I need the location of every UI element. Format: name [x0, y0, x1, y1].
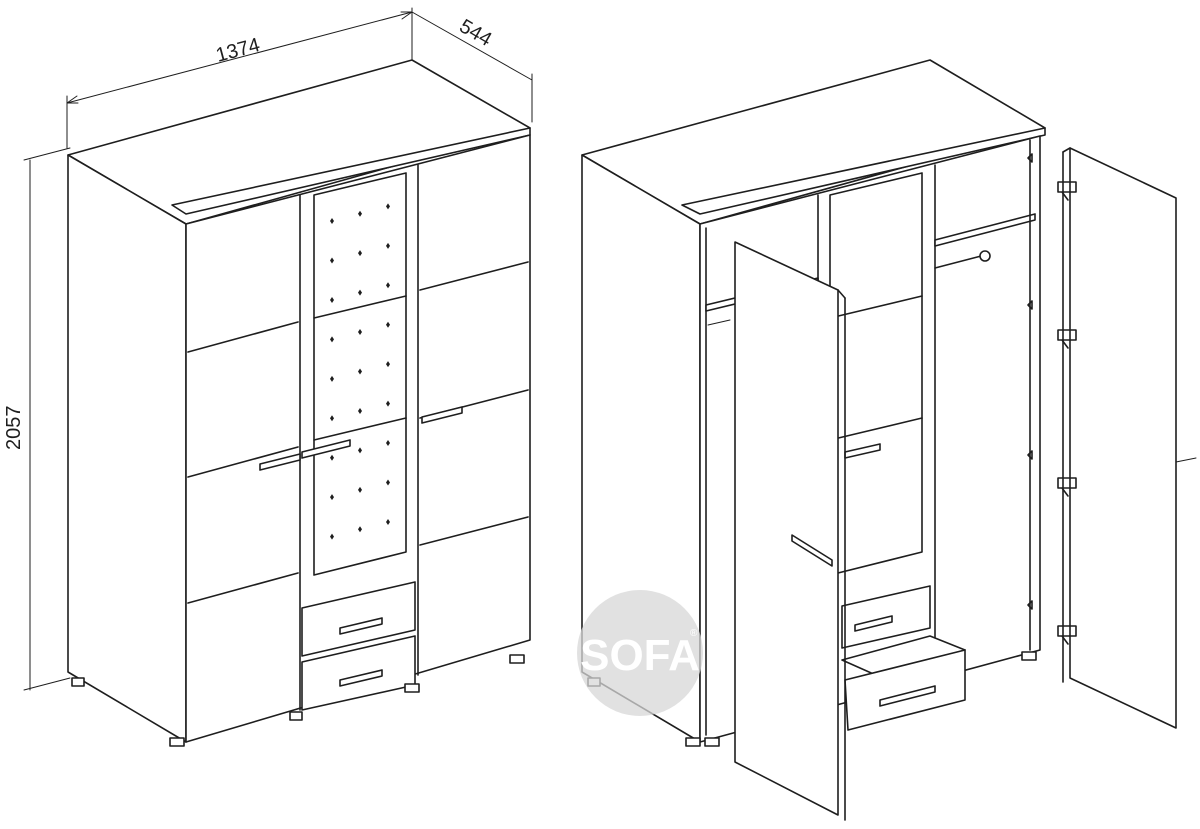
mirror-pattern-dot	[358, 289, 362, 296]
dimension-height-label: 2057	[3, 406, 25, 451]
mirror-pattern-dot	[358, 486, 362, 493]
mirror-pattern-dot	[386, 479, 390, 486]
mirror-pattern-dot	[386, 400, 390, 407]
mirror-pattern-dot	[330, 415, 334, 422]
interior-left-rail	[707, 319, 731, 326]
drawer-lower-handle	[339, 669, 383, 687]
mirror-pattern-dot	[330, 494, 334, 501]
open-center-panel	[829, 172, 923, 576]
mirror-pattern-dot	[358, 368, 362, 375]
dimension-depth-label: 544	[456, 15, 496, 51]
detached-right-door-edge-handle	[1175, 457, 1197, 463]
drawer-upper	[301, 581, 416, 657]
sofa-logo-mark: ®	[690, 628, 698, 639]
sofa-logo: SOFA ®	[577, 590, 703, 716]
detached-right-door-panel	[1069, 147, 1177, 729]
mirror-pattern-dot	[330, 454, 334, 461]
hanging-rail	[934, 254, 986, 269]
mirror-pattern-dot	[386, 242, 390, 249]
open-left-door-handle	[791, 534, 833, 567]
open-left-door	[734, 241, 846, 821]
feet	[71, 654, 525, 747]
mirror-pattern-dot	[358, 329, 362, 336]
open-left-door-panel	[734, 241, 839, 816]
dimension-height: 2057	[3, 147, 71, 691]
mirror-pattern-dot	[330, 375, 334, 382]
open-drawer-upper-handle	[854, 615, 893, 632]
mirror-pattern-dot	[330, 336, 334, 343]
side-panel	[67, 154, 187, 743]
center-door-handle	[301, 439, 351, 459]
center-door	[301, 172, 407, 576]
interior-right-compartment	[934, 139, 1036, 676]
mirror-pattern-dot	[330, 257, 334, 264]
detached-right-door	[1057, 147, 1197, 729]
open-top-cornice-front	[681, 127, 1046, 215]
mirror-pattern-dot	[330, 533, 334, 540]
left-door-handle	[259, 453, 301, 471]
left-door	[187, 321, 301, 604]
sofa-logo-text: SOFA	[580, 631, 700, 680]
wardrobe-open-view	[581, 59, 1197, 821]
mirror-pattern-dot	[358, 250, 362, 257]
right-door	[419, 261, 529, 546]
mirror-pattern-dot	[386, 203, 390, 210]
door-hinges	[1057, 181, 1077, 645]
hanging-rail-end	[979, 250, 991, 262]
drawer-upper-handle	[339, 617, 383, 635]
interior-right-shelf	[934, 213, 1036, 247]
mirror-pattern-dot	[386, 361, 390, 368]
right-door-handle	[421, 406, 463, 424]
mirror-pattern-dot	[358, 526, 362, 533]
open-center-mirror-panel	[829, 172, 923, 576]
wardrobe-closed-view: 1374 544 2057	[3, 7, 533, 747]
mirror-pattern-dot	[330, 218, 334, 225]
open-drawer-upper	[841, 585, 931, 649]
mirror-pattern-dot	[358, 407, 362, 414]
mirror-pattern-dot	[358, 447, 362, 454]
open-drawer-lower-handle	[879, 685, 936, 707]
mirror-pattern-dot	[386, 321, 390, 328]
mirror-pattern	[330, 203, 390, 540]
dimension-width-label: 1374	[214, 34, 263, 67]
mirror-pattern-dot	[386, 440, 390, 447]
open-drawer-lower-front	[844, 649, 966, 731]
mirror-pattern-dot	[386, 518, 390, 525]
mirror-pattern-dot	[386, 282, 390, 289]
open-drawer-lower	[841, 635, 966, 731]
mirror-pattern-dot	[358, 210, 362, 217]
hinge-plates	[1027, 153, 1033, 610]
mirror-pattern-dot	[330, 296, 334, 303]
